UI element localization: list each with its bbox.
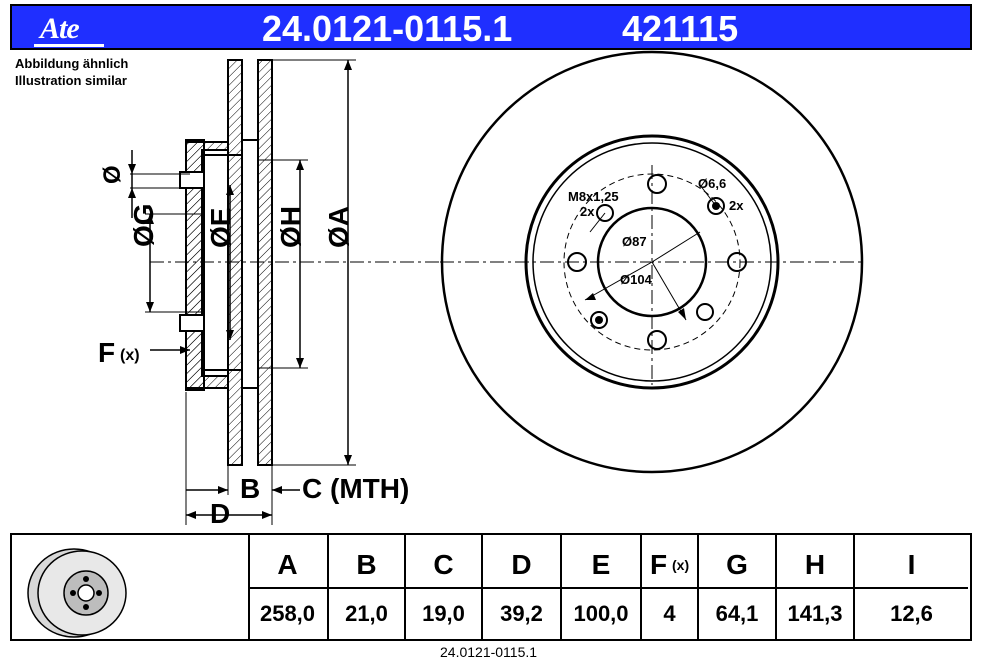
bolt-hole-bottom — [647, 330, 667, 350]
spec-header-d: D — [511, 549, 532, 580]
technical-drawing: Ø ØG ØE ØH ØA F (x) B C (MTH) D — [98, 50, 865, 529]
spec-column-b: B 21,0 — [329, 535, 406, 639]
spec-column-a: A 258,0 — [248, 535, 329, 639]
note-english: Illustration similar — [15, 73, 127, 88]
label-dim-b: B — [240, 473, 260, 504]
footer-part-number: 24.0121-0115.1 — [440, 644, 538, 660]
spec-column-i: I 12,6 — [855, 535, 968, 639]
reference-number: 421115 — [622, 8, 739, 49]
spec-value-f: 4 — [663, 601, 676, 626]
label-dim-h: ØH — [275, 206, 306, 248]
spec-header-a: A — [277, 549, 298, 580]
label-pcd: Ø104 — [620, 272, 653, 287]
screw-hole-2 — [590, 311, 608, 329]
label-dim-f-sub: (x) — [120, 347, 140, 364]
bolt-hole-left — [567, 252, 587, 272]
ate-logo: Ate — [40, 12, 80, 45]
label-dim-g: ØG — [128, 203, 159, 247]
side-section-view — [128, 59, 440, 525]
spec-header-i: I — [907, 549, 916, 580]
thread-hole-2 — [696, 303, 714, 321]
spec-header-f: F — [649, 549, 668, 580]
spec-header-g: G — [726, 549, 748, 580]
label-dim-e: ØE — [205, 208, 236, 248]
spec-header-c: C — [433, 549, 454, 580]
spec-value-a: 258,0 — [259, 601, 316, 626]
spec-header-b: B — [356, 549, 377, 580]
label-thread-size: M8x1,25 — [568, 189, 619, 204]
label-hole-size: Ø6,6 — [698, 176, 726, 191]
label-hole-count: 2x — [729, 198, 744, 213]
logo-underline — [34, 44, 104, 47]
spec-column-h: H 141,3 — [777, 535, 855, 639]
front-view — [440, 50, 865, 474]
spec-value-e: 100,0 — [573, 601, 629, 626]
label-bolt-diameter: Ø — [99, 165, 126, 184]
label-dim-f: F — [98, 337, 115, 368]
spec-value-g: 64,1 — [715, 601, 759, 626]
spec-column-c: C 19,0 — [406, 535, 483, 639]
label-dim-c: C (MTH) — [302, 473, 409, 504]
bolt-hole-right — [727, 252, 747, 272]
note-german: Abbildung ähnlich — [15, 56, 129, 71]
screw-hole-1 — [707, 197, 725, 215]
brake-disc-icon — [27, 548, 127, 638]
thread-hole-1 — [596, 204, 614, 222]
spec-column-e: E 100,0 — [562, 535, 642, 639]
part-number: 24.0121-0115.1 — [262, 8, 513, 49]
spec-column-d: D 39,2 — [483, 535, 562, 639]
spec-value-c: 19,0 — [422, 601, 465, 626]
spec-value-d: 39,2 — [500, 601, 543, 626]
label-dim-a: ØA — [323, 206, 354, 248]
spec-value-h: 141,3 — [787, 601, 843, 626]
label-dim-d: D — [210, 498, 230, 529]
spec-column-g: G 64,1 — [699, 535, 777, 639]
spec-value-i: 12,6 — [890, 601, 933, 626]
title-bar: Ate 24.0121-0115.1 421115 — [10, 4, 972, 50]
bolt-hole-top — [647, 174, 667, 194]
disc-thumbnail-cell — [12, 535, 250, 639]
spec-column-f: F(x) 4 — [642, 535, 699, 639]
spec-value-b: 21,0 — [345, 601, 388, 626]
spec-header-sub: (x) — [672, 557, 690, 573]
label-center-bore: Ø87 — [622, 234, 647, 249]
spec-header-e: E — [591, 549, 611, 580]
spec-header-h: H — [804, 549, 826, 580]
spec-table: A 258,0 B 21,0 C 19,0 D 39,2 E 100,0 F(x) 4 G 64,1 H 14… — [10, 533, 972, 641]
label-thread-count: 2x — [580, 204, 595, 219]
